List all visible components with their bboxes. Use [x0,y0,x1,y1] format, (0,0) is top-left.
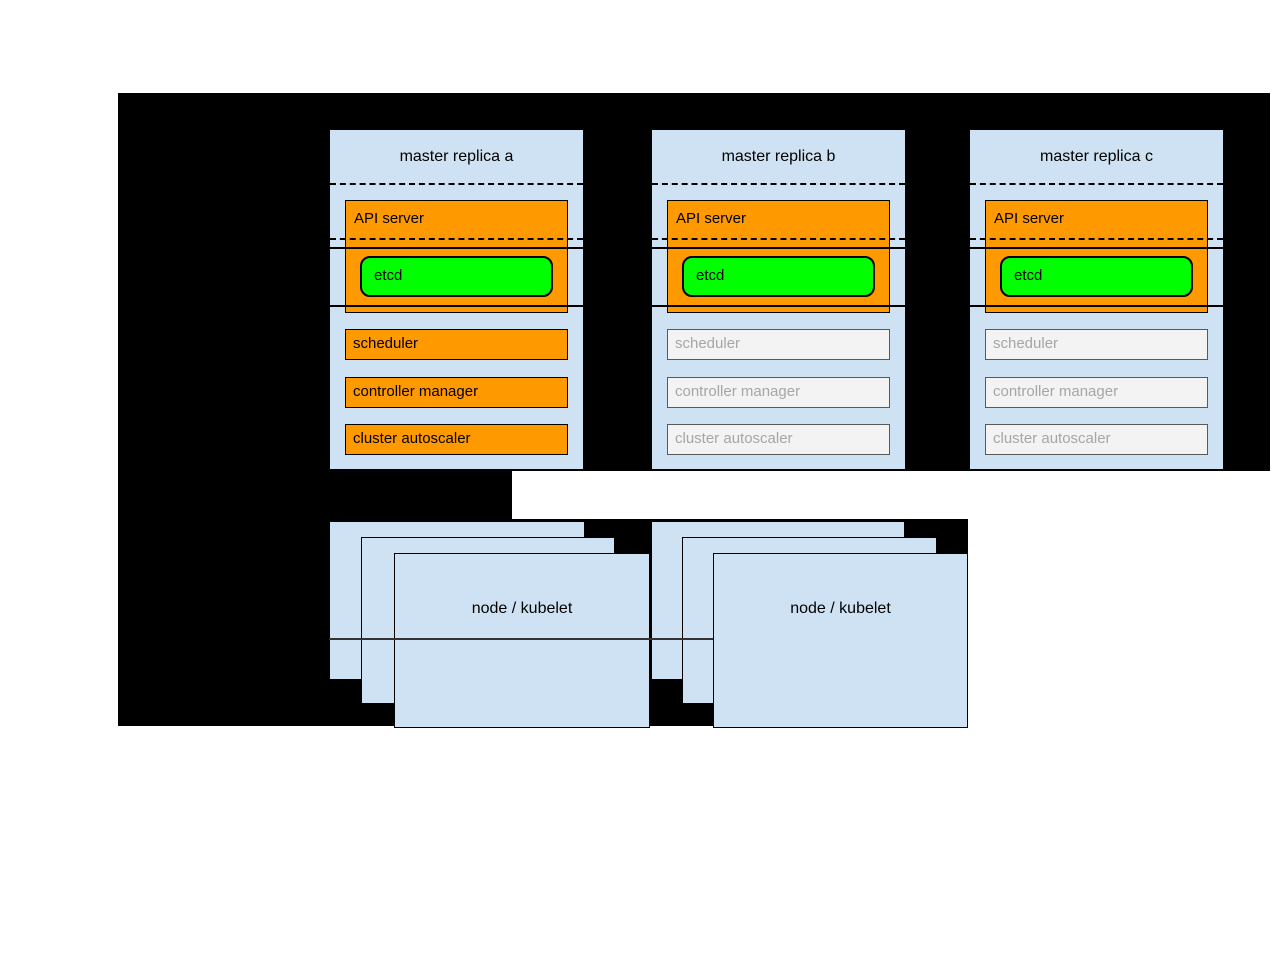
cluster-autoscaler-label: cluster autoscaler [993,430,1111,447]
title-divider-dashed-line [970,183,1223,185]
background-left-tab [118,471,512,519]
etcd-label: etcd [1014,267,1043,284]
scheduler-box: scheduler [985,329,1208,360]
swimlane-solid-line [970,247,1223,249]
controller-manager-label: controller manager [353,383,479,400]
swimlane-solid-line [652,247,905,249]
controller-manager-label: controller manager [675,383,801,400]
controller-manager-label: controller manager [993,383,1119,400]
controller-manager-box: controller manager [985,377,1208,408]
scheduler-box: scheduler [667,329,890,360]
controller-manager-box: controller manager [345,377,568,408]
scheduler-box: scheduler [345,329,568,360]
node-stack1-front-box: node / kubelet [394,553,650,728]
cluster-autoscaler-box: cluster autoscaler [667,424,890,455]
etcd-label: etcd [374,267,403,284]
master-replica-b-box: master replica b API server etcd schedul… [651,129,906,470]
scheduler-label: scheduler [675,335,741,352]
swimlane-dashed-line [330,238,583,240]
swimlane-solid-line [330,305,583,307]
master-replica-a-box: master replica a API server etcd schedul… [329,129,584,470]
swimlane-solid-line [652,305,905,307]
cluster-autoscaler-box: cluster autoscaler [985,424,1208,455]
etcd-label: etcd [696,267,725,284]
scheduler-label: scheduler [993,335,1059,352]
node-kubelet-label: node / kubelet [790,600,891,617]
master-replica-c-box: master replica c API server etcd schedul… [969,129,1224,470]
swimlane-dashed-line [652,238,905,240]
title-divider-dashed-line [330,183,583,185]
cluster-autoscaler-label: cluster autoscaler [675,430,793,447]
etcd-box: etcd [682,256,875,297]
cluster-autoscaler-label: cluster autoscaler [353,430,471,447]
scheduler-label: scheduler [353,335,419,352]
node-connector-line [329,638,713,640]
api-server-label: API server [354,210,425,227]
etcd-box: etcd [360,256,553,297]
swimlane-solid-line [970,305,1223,307]
master-title: master replica c [1040,148,1153,165]
swimlane-solid-line [330,247,583,249]
api-server-label: API server [676,210,747,227]
master-title: master replica b [721,148,836,165]
master-title: master replica a [399,148,514,165]
title-divider-dashed-line [652,183,905,185]
node-kubelet-label: node / kubelet [471,600,573,617]
etcd-box: etcd [1000,256,1193,297]
node-stack2-front-box: node / kubelet [713,553,968,728]
api-server-label: API server [994,210,1065,227]
cluster-autoscaler-box: cluster autoscaler [345,424,568,455]
controller-manager-box: controller manager [667,377,890,408]
swimlane-dashed-line [970,238,1223,240]
